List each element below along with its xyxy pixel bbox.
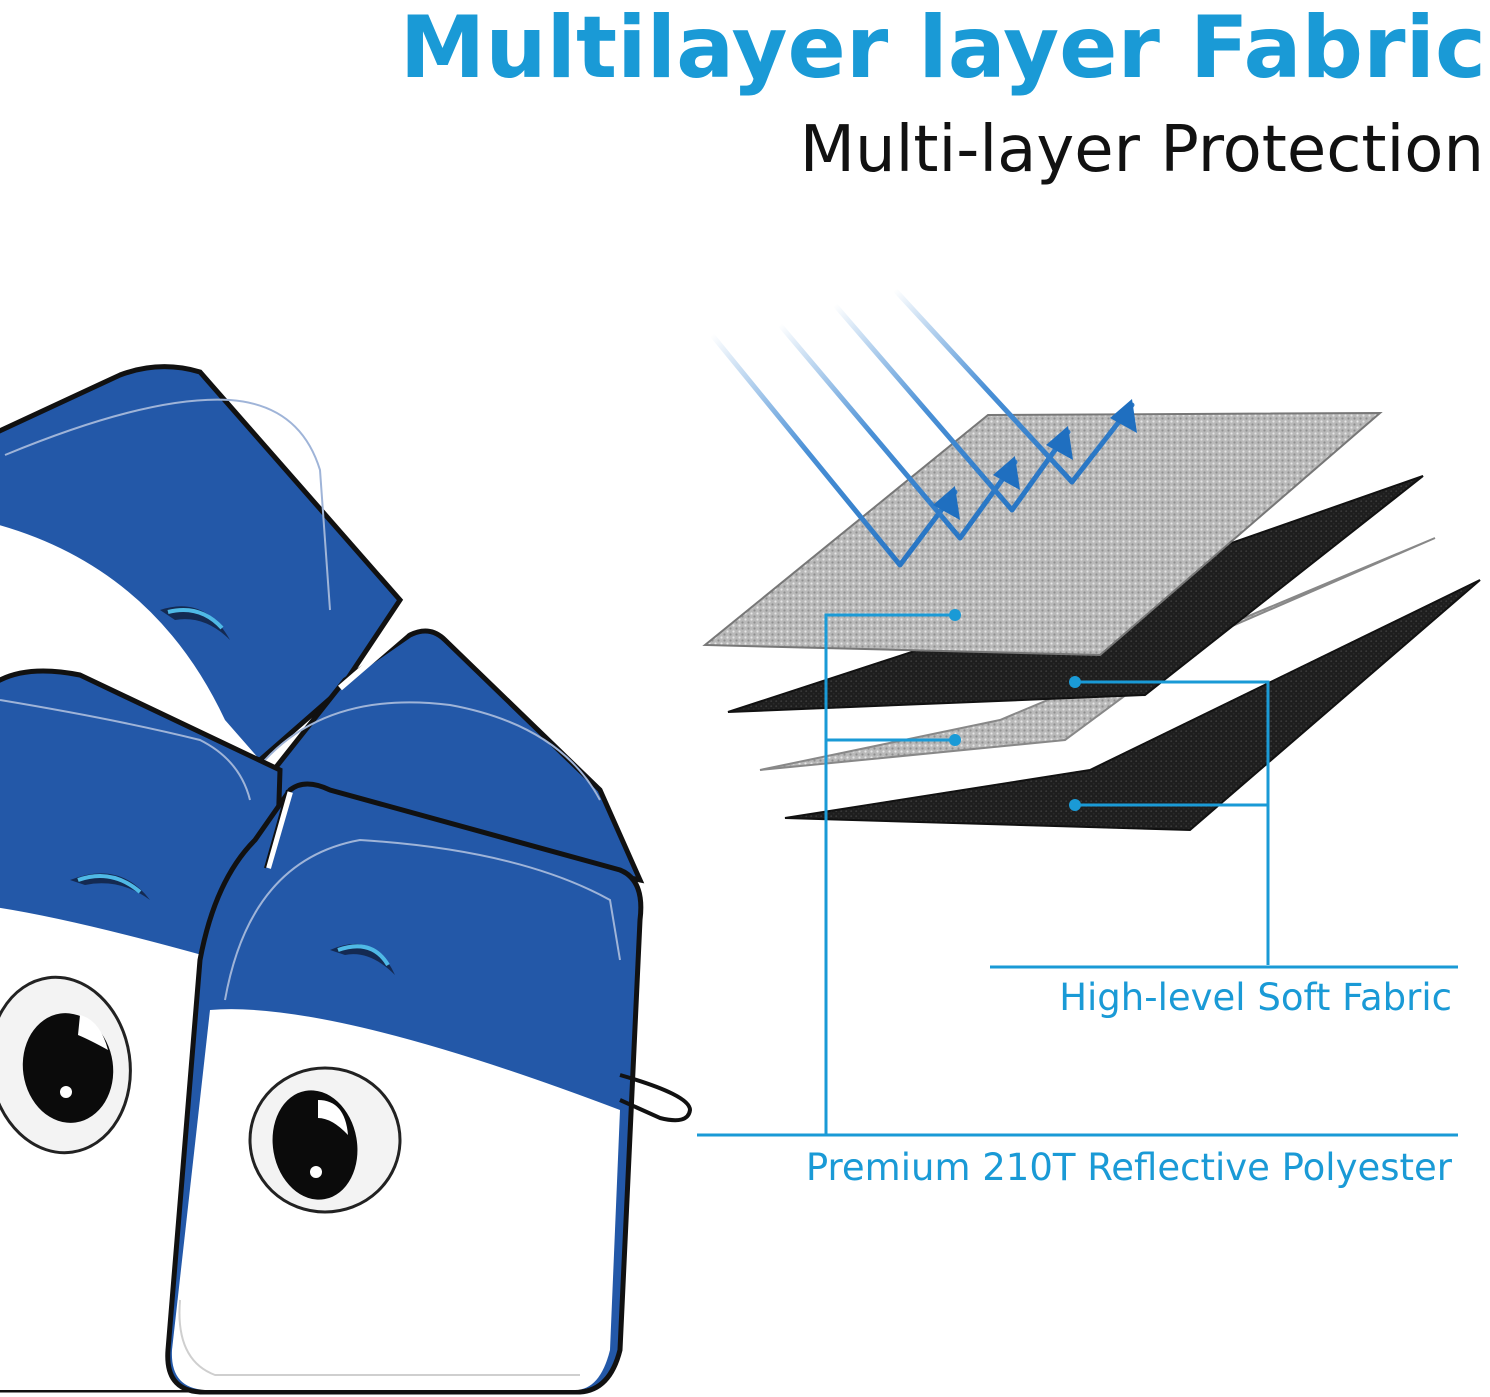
- sunshade-illustration: [0, 364, 693, 1395]
- strap-loop-icon: [619, 1073, 693, 1123]
- layer-reflective-bottom: [759, 537, 1436, 771]
- right-eye-icon: [248, 1066, 402, 1214]
- callout-dots: [949, 609, 1081, 811]
- left-eye-icon: [0, 975, 132, 1155]
- sun-ray-arrows-icon: [709, 287, 1137, 568]
- callout-soft-fabric: High-level Soft Fabric: [1059, 976, 1452, 1019]
- callout-lines: [697, 613, 1458, 1137]
- fabric-layers-diagram: [697, 287, 1481, 1137]
- callout-reflective-polyester: Premium 210T Reflective Polyester: [805, 1146, 1452, 1189]
- layer-reflective-top: [702, 411, 1383, 657]
- layer-soft-fabric-bottom: [784, 579, 1481, 832]
- page-title: Multilayer layer Fabric: [399, 0, 1486, 98]
- sunshade-front-right-panel: [165, 781, 693, 1395]
- page-subtitle: Multi-layer Protection: [799, 113, 1484, 187]
